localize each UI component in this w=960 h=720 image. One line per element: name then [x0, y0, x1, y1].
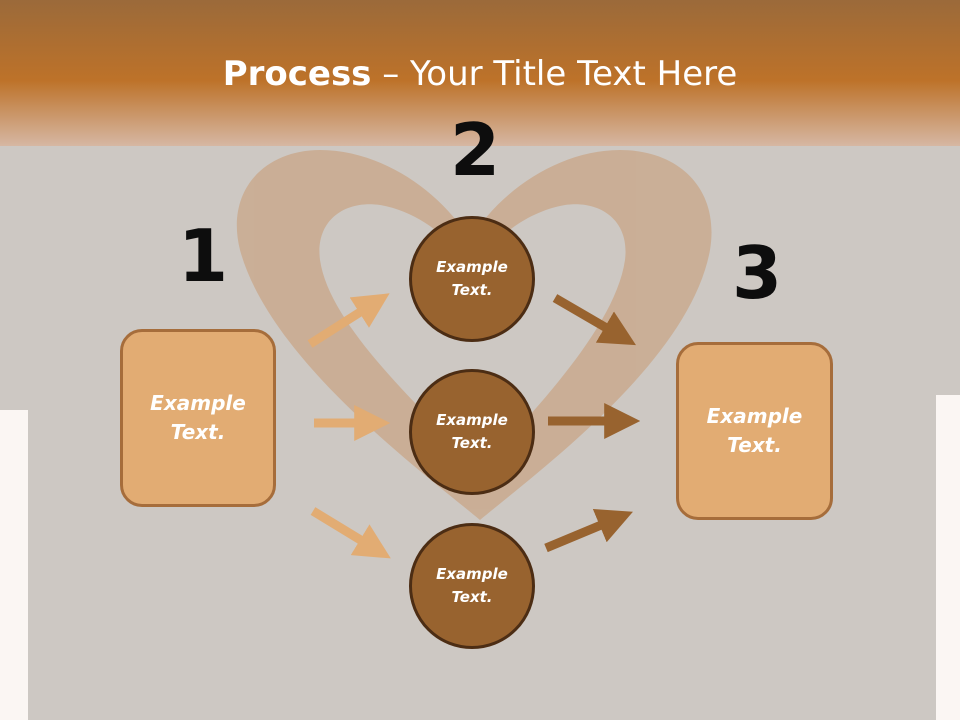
step-number-1: 1 [178, 214, 229, 298]
step-1-box: Example Text. [120, 329, 276, 507]
circle-top-text-line-2: Text. [451, 281, 493, 299]
title-bold: Process [222, 54, 372, 94]
step-number-2: 2 [450, 108, 501, 192]
step-3-text-line-1: Example [706, 404, 803, 428]
step-1-text-line-1: Example [150, 391, 246, 415]
step-1-text-line-2: Text. [170, 420, 226, 444]
step-2-circle-top: Example Text. [409, 216, 535, 342]
circle-middle-text-line-1: Example [436, 411, 508, 429]
circle-bottom-text-line-1: Example [436, 565, 508, 583]
title-rest: – Your Title Text Here [371, 54, 738, 94]
step-3-text-line-2: Text. [727, 433, 782, 457]
circle-top-text-line-1: Example [436, 258, 508, 276]
step-number-3: 3 [732, 231, 783, 315]
step-2-circle-middle: Example Text. [409, 369, 535, 495]
slide-title: Process – Your Title Text Here [0, 52, 960, 96]
step-3-box: Example Text. [676, 342, 833, 520]
circle-bottom-text-line-2: Text. [451, 588, 493, 606]
step-2-circle-bottom: Example Text. [409, 523, 535, 649]
circle-middle-text-line-2: Text. [451, 434, 493, 452]
